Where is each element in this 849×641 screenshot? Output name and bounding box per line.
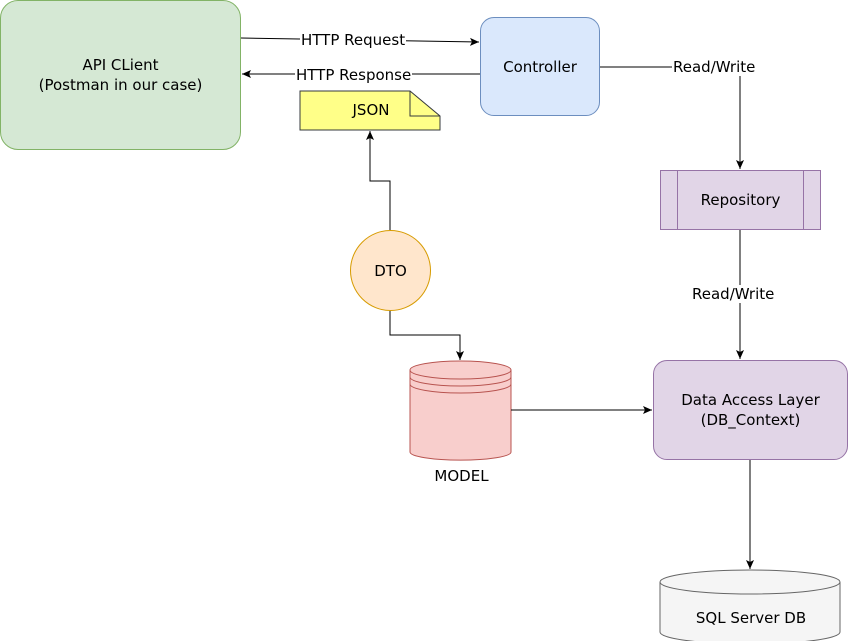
model-label: MODEL [434, 467, 489, 485]
repository-right-bar [803, 170, 804, 230]
sql-server-db-cylinder [659, 569, 841, 641]
http-request-label: HTTP Request [300, 31, 407, 49]
data-access-layer-title: Data Access Layer [681, 391, 820, 409]
controller-node: Controller [480, 17, 600, 116]
repository-left-bar [677, 170, 678, 230]
api-client-subtitle: (Postman in our case) [38, 76, 203, 94]
http-response-label: HTTP Response [295, 66, 413, 84]
json-note-fold [409, 91, 440, 117]
dto-node: DTO [350, 230, 431, 311]
controller-label: Controller [503, 57, 577, 76]
model-cylinder [409, 360, 512, 461]
repository-label: Repository [700, 191, 781, 209]
dto-json-edge [366, 131, 391, 230]
controller-repository-edge [600, 66, 744, 169]
api-client-title: API CLient [82, 56, 159, 74]
dto-model-edge [389, 311, 464, 360]
data-access-layer-subtitle: (DB_Context) [700, 411, 801, 429]
dto-label: DTO [374, 261, 407, 280]
read-write-label-controller-repository: Read/Write [672, 58, 757, 76]
sql-server-db-label: SQL Server DB [695, 609, 807, 627]
data-access-layer-node: Data Access Layer (DB_Context) [653, 360, 848, 460]
repository-node: Repository [660, 170, 821, 230]
read-write-label-repository-dal: Read/Write [691, 285, 776, 303]
api-client-node: API CLient (Postman in our case) [0, 0, 241, 150]
json-label: JSON [352, 101, 390, 119]
json-note-shape [299, 90, 441, 131]
